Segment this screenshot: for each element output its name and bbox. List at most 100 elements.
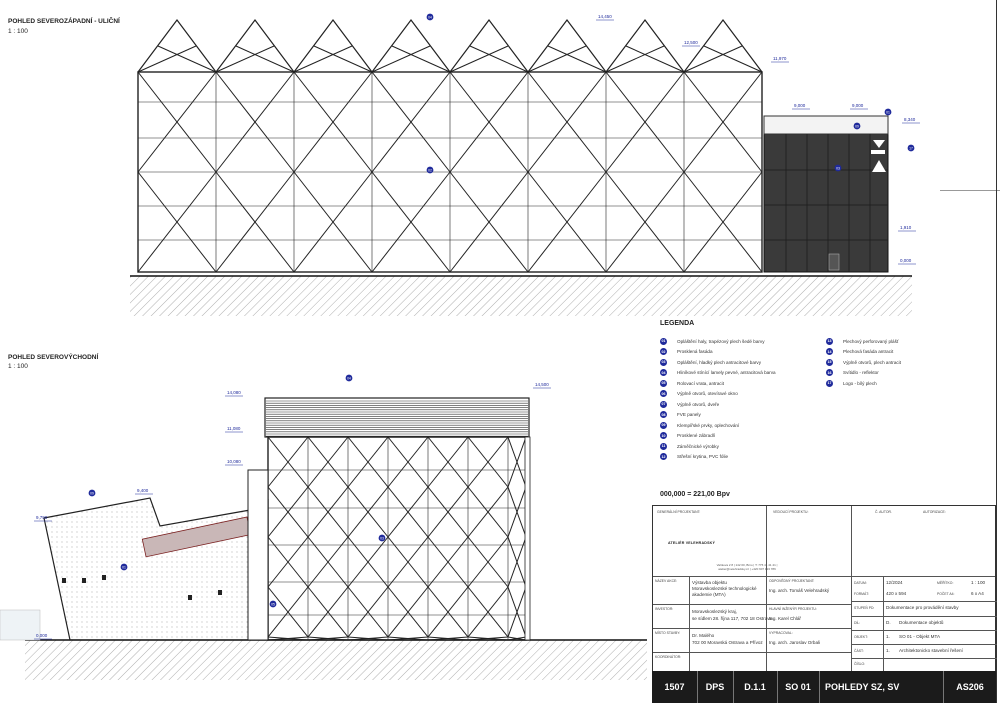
material-tag: 01 [886, 110, 890, 114]
material-tag: 04 [428, 15, 432, 19]
footer-phase: DPS [697, 671, 734, 703]
material-tag: 05 [271, 602, 275, 606]
office-address: Vaňkova 2 8 | 142 00, Brno | T: 775 41 4… [716, 563, 778, 571]
legend-text: Hliníkové stínící lamely pevné, antracit… [677, 370, 776, 375]
responsible: Ing. arch. Tomáš Velehradský [769, 588, 830, 593]
legend-item: 06 Výplně otvorů, otevíravé okno [660, 389, 738, 399]
annex-parapet [763, 115, 889, 135]
datum-reference: 000,000 = 221,00 Bpv [660, 491, 730, 498]
elevation-mark: 8,340 [904, 117, 916, 122]
annex-door [828, 253, 840, 271]
legend-number: 09 [660, 421, 667, 429]
chief: Ing. Karel Chlář [769, 616, 801, 621]
legend-number: 07 [660, 400, 667, 408]
legend-number: 06 [660, 390, 667, 397]
building-line-1: Výstavba objektu [692, 580, 727, 585]
elevation-mark: 9,400 [137, 488, 149, 493]
legend-number: 16 [826, 369, 833, 376]
legend-number: 01 [660, 337, 667, 345]
part: Dokumentace objektů [899, 620, 944, 625]
view-title-bottom: POHLED SEVEROVÝCHODNÍ [8, 354, 99, 361]
label-format: Formát: [854, 592, 869, 596]
count: 6 x A4 [971, 591, 984, 596]
legend-number: 14 [826, 348, 833, 355]
legend-text: Výplně otvorů, otevíravé okno [677, 391, 738, 396]
elevation-mark: 11,970 [773, 56, 787, 61]
legend-text: Výplně otvorů, dveře [677, 401, 720, 407]
legend-number: 10 [660, 432, 667, 439]
legend-item: 11 Záměčnické výrobky [660, 441, 719, 451]
elevation-mark: 14,500 [535, 382, 549, 387]
building-line-2: Moravskoslezské technologické [692, 586, 757, 591]
elevation-mark: 0,000 [36, 633, 48, 638]
label-coordinator: Koordinátor: [655, 655, 682, 659]
legend-text: Svítidlo - reflektor [843, 370, 879, 375]
title-block: Generální projektant: Vedoucí projektu: … [652, 505, 997, 703]
material-tag: 03 [836, 166, 840, 170]
ground-hatch-top [130, 276, 912, 316]
footer-sheet-no: AS206 [956, 682, 984, 692]
label-place: Místo stavby: [655, 631, 681, 635]
profession: Architektonicko stavební řešení [899, 648, 963, 653]
material-tag: 03 [380, 536, 384, 540]
profession-code: 1. [886, 648, 890, 653]
material-tag: 17 [909, 146, 913, 150]
scale: 1 : 100 [971, 580, 986, 585]
legend-number: 17 [826, 379, 833, 387]
elevation-mark: 10,080 [227, 459, 241, 464]
stage: Dokumentace pro provádění stavby [886, 605, 959, 610]
label-drawn: Vypracoval: [769, 631, 793, 635]
zigzag-roof-top [137, 19, 763, 73]
label-building: Název akce: [655, 579, 678, 583]
view-title-top: POHLED SEVEROZÁPADNÍ - ULIČNÍ [8, 18, 120, 25]
legend-number: 08 [660, 411, 667, 418]
legend-text: Prosklené zábradlí [677, 433, 716, 438]
sheet-footer: 1507 DPS D.1.1 SO 01 POHLEDY SZ, SV AS20… [652, 671, 996, 703]
legend-number: 11 [660, 442, 667, 450]
elevation-mark: 11,080 [227, 426, 241, 431]
label-part: Díl: [854, 621, 861, 625]
material-tag: 01 [122, 565, 126, 569]
ground-hatch-bottom [25, 640, 647, 680]
footer-section: D.1.1 [733, 671, 778, 703]
label-general-designer: Generální projektant: [657, 510, 701, 514]
legend-text: Záměčnické výrobky [677, 443, 719, 449]
louvre-band [266, 400, 528, 437]
elevation-mark: 9,000 [852, 103, 864, 108]
label-object: Objekt: [854, 635, 868, 639]
format: 420 x 594 [886, 591, 907, 596]
legend-text: Střešní krytina, PVC fólie [677, 454, 729, 459]
label-authorized: Autorizace: [923, 510, 946, 514]
label-sheet: Číslo: [854, 662, 866, 666]
legend-title: LEGENDA [660, 320, 695, 327]
legend-number: 04 [660, 369, 667, 376]
label-scale: Měřítko: [937, 581, 954, 585]
client-line-2: se sídlem 28. října 117, 702 18 Ostrava [692, 616, 773, 621]
legend-number: 02 [660, 348, 667, 355]
place-line-1: Dr. Malého [692, 633, 715, 638]
view-scale-top: 1 : 100 [8, 28, 28, 35]
elevation-mark: 0,000 [900, 258, 912, 263]
legend-number: 12 [660, 453, 667, 460]
object-code: 1. [886, 634, 890, 639]
legend-text: Opláštění, hladký plech antracitové barv… [677, 359, 762, 365]
glass-entry [0, 609, 41, 641]
glazed-facade-bottom [267, 436, 527, 641]
building-line-3: akademie (MTA) [692, 592, 726, 597]
legend-item: 07 Výplně otvorů, dveře [660, 399, 719, 409]
label-stamp: Č. Autor. [875, 510, 892, 514]
label-project-head: Vedoucí projektu: [773, 510, 809, 514]
label-date: Datum: [854, 581, 867, 585]
annex-block [763, 133, 889, 273]
legend-number: 13 [826, 337, 833, 345]
